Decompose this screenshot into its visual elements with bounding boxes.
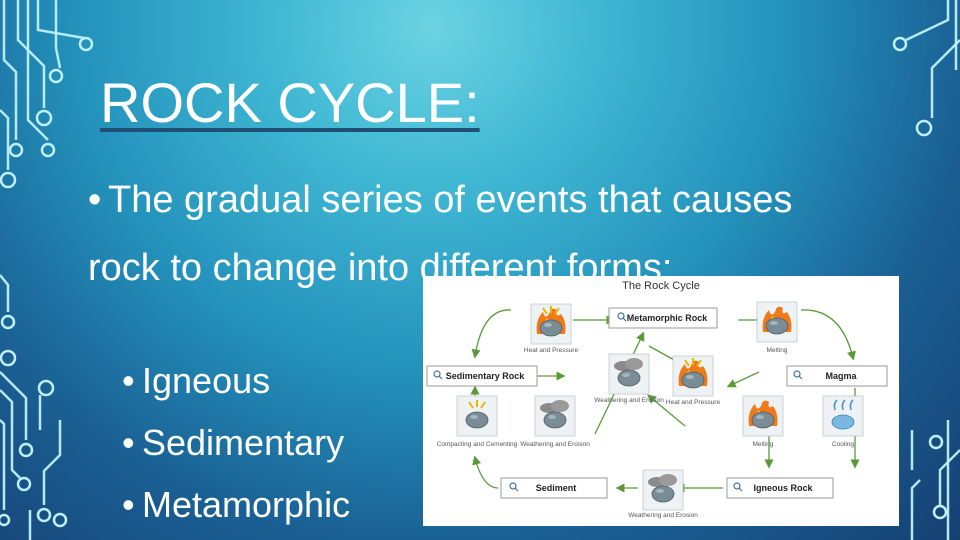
process-caption: Melting — [767, 347, 788, 354]
box-label: Igneous Rock — [753, 483, 813, 493]
process-caption: Cooling — [832, 441, 854, 448]
rock-cycle-diagram: The Rock Cycle Heat and Pressure Metamor… — [423, 276, 899, 526]
process-caption: Heat and Pressure — [666, 399, 721, 406]
box-label: Metamorphic Rock — [627, 313, 709, 323]
diagram-title: The Rock Cycle — [622, 280, 700, 292]
compacting-icon — [457, 396, 497, 436]
main-bullet-text: The gradual series of events that causes… — [88, 179, 792, 289]
process-caption: Weathering and Erosion — [520, 441, 590, 448]
magma-box: Magma — [787, 366, 887, 386]
cycle-arrow — [729, 372, 759, 386]
sedimentary-rock-box: Sedimentary Rock — [427, 366, 537, 386]
bullet-dot: • — [122, 350, 142, 412]
box-label: Magma — [825, 371, 857, 381]
bullet-dot: • — [122, 412, 142, 474]
rock-cycle-svg: The Rock Cycle Heat and Pressure Metamor… — [423, 276, 899, 526]
igneous-rock-box: Igneous Rock — [727, 478, 833, 498]
process-caption: Weathering and Erosion — [628, 512, 698, 519]
item-label: Metamorphic — [142, 484, 350, 525]
heat-pressure-icon — [531, 304, 571, 344]
rock-type-list: •Igneous •Sedimentary •Metamorphic — [122, 350, 350, 536]
process-caption: Melting — [753, 441, 774, 448]
cooling-icon — [823, 396, 863, 436]
process-caption: Weathering and Erosion — [594, 397, 664, 404]
weathering-icon — [643, 470, 683, 510]
bullet-dot: • — [122, 474, 142, 536]
slide-title: ROCK CYCLE: — [100, 72, 480, 134]
heat-pressure-icon — [673, 356, 713, 396]
weathering-icon — [609, 354, 649, 394]
sediment-box: Sediment — [501, 478, 607, 498]
list-item-sedimentary: •Sedimentary — [122, 412, 350, 474]
weathering-icon — [535, 396, 575, 436]
metamorphic-rock-box: Metamorphic Rock — [609, 308, 717, 328]
box-label: Sediment — [536, 483, 577, 493]
cycle-arrow — [801, 310, 853, 358]
cycle-arrow — [475, 458, 498, 488]
list-item-igneous: •Igneous — [122, 350, 350, 412]
list-item-metamorphic: •Metamorphic — [122, 474, 350, 536]
melting-icon — [743, 396, 783, 436]
box-label: Sedimentary Rock — [446, 371, 526, 381]
cycle-arrow — [475, 310, 511, 356]
process-caption: Heat and Pressure — [524, 347, 579, 354]
item-label: Sedimentary — [142, 422, 344, 463]
melting-icon — [757, 302, 797, 342]
item-label: Igneous — [142, 360, 270, 401]
bullet-dot: • — [88, 166, 108, 234]
process-caption: Compacting and Cementing — [437, 441, 518, 448]
